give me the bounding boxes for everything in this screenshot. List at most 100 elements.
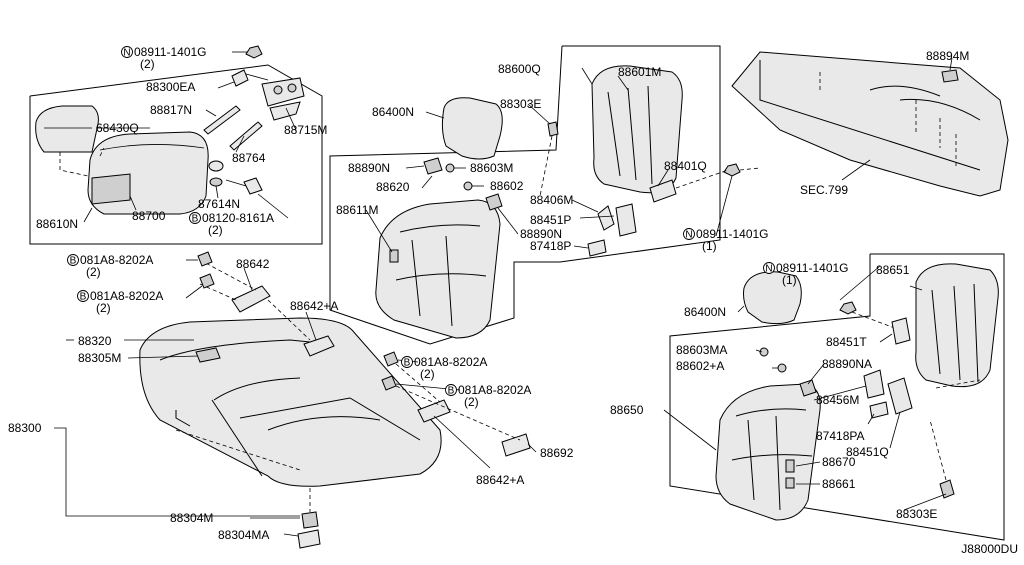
label-88650: 88650	[610, 403, 644, 417]
part-number: 08911-1401G	[696, 227, 769, 241]
label-88304m: 88304M	[170, 511, 213, 525]
part-number: 88890N	[520, 227, 562, 241]
hinge-88451q-part	[887, 377, 913, 415]
label-88642a-2: 88642+A	[476, 473, 524, 487]
part-number: 88451T	[826, 335, 867, 349]
seat-cushion-group	[139, 251, 531, 549]
armrest-box	[29, 64, 323, 245]
part-qty: (2)	[420, 367, 435, 381]
label-88890n-2: 88890N	[520, 227, 562, 241]
frame-88651-part	[915, 263, 999, 388]
label-88651: 88651	[876, 263, 910, 277]
pad-87418p-part	[587, 239, 607, 257]
label-88620: 88620	[376, 180, 410, 194]
part-number: 88300EA	[146, 80, 195, 94]
part-number: 081A8-8202A	[414, 355, 487, 369]
part-number: 68430Q	[96, 121, 139, 135]
part-number: 88456M	[816, 393, 859, 407]
label-88305m: 88305M	[78, 351, 121, 365]
part-number: 88610N	[36, 217, 78, 231]
label-88603m: 88603M	[470, 161, 513, 175]
callout-circle	[401, 356, 413, 368]
label-88603ma: 88603MA	[676, 343, 727, 357]
seatback-88620-part	[375, 199, 501, 339]
callout-circle	[121, 46, 133, 58]
part-qty: (2)	[140, 57, 155, 71]
label-86400n-top: 86400N	[372, 105, 414, 119]
part-number: 88303E	[500, 97, 541, 111]
callout-letter: B	[70, 256, 77, 267]
label-88817n: 88817N	[150, 103, 192, 117]
label-88401q: 88401Q	[664, 159, 707, 173]
frame-88601m-part	[591, 65, 683, 194]
part-number: 081A8-8202A	[80, 253, 153, 267]
part-number: 88401Q	[664, 159, 707, 173]
label-88611m: 88611M	[336, 203, 378, 217]
center-seatback-group	[329, 45, 761, 345]
label-88670: 88670	[822, 455, 856, 469]
part-number: 88305M	[78, 351, 121, 365]
part-number: 88603M	[470, 161, 513, 175]
part-number: 88451P	[530, 213, 571, 227]
bolt-081a8-2-part	[199, 273, 215, 289]
part-number: 88650	[610, 403, 644, 417]
part-number: 88692	[540, 446, 574, 460]
part-number: 88303E	[896, 507, 937, 521]
callout-letter: N	[685, 230, 692, 241]
part-number: 88451Q	[846, 445, 889, 459]
label-88692: 88692	[540, 446, 574, 460]
bracket-88642a-2-part	[417, 399, 451, 423]
part-qty: (2)	[96, 301, 111, 315]
label-88890n-1: 88890N	[348, 161, 390, 175]
part-number: 87418P	[530, 239, 571, 253]
bolt-88603m-part	[445, 163, 455, 173]
cupholder-part	[91, 173, 131, 205]
clip-88304ma-part	[297, 529, 321, 549]
label-sec-799: SEC.799	[800, 183, 848, 197]
bolt-88300ea-part	[231, 69, 249, 87]
part-number: 88304MA	[218, 528, 269, 542]
part-number: 88620	[376, 180, 410, 194]
bolt-88602-part	[463, 181, 473, 191]
bushing-87614n-part	[208, 160, 224, 172]
part-number: 87614N	[198, 197, 240, 211]
hinge-88715m-part	[261, 77, 305, 107]
part-number: 88642+A	[476, 473, 524, 487]
bracket-88692-part	[501, 433, 531, 457]
part-number: 88817N	[150, 103, 192, 117]
bracket-88642a-1-part	[303, 335, 335, 357]
callout-letter: B	[404, 358, 411, 369]
label-88600q: 88600Q	[498, 62, 541, 76]
part-qty: (2)	[464, 395, 479, 409]
label-88661: 88661	[822, 477, 856, 491]
part-qty: (2)	[208, 223, 223, 237]
part-number: 88603MA	[676, 343, 727, 357]
tag-88611m-part	[389, 249, 399, 263]
bolt-88602a-part	[777, 363, 787, 373]
part-number: 081A8-8202A	[458, 383, 531, 397]
bracket-88642-part	[231, 285, 271, 313]
clip-88304m-part	[301, 511, 319, 529]
part-number: 88651	[876, 263, 910, 277]
bolt-081a8-1-part	[197, 251, 213, 267]
clip-88894m-part	[941, 69, 959, 83]
callout-letter: B	[448, 386, 455, 397]
part-number: 86400N	[684, 305, 726, 319]
part-number: 88406M	[530, 193, 573, 207]
bolt-88603ma-part	[759, 347, 769, 357]
label-88602a: 88602+A	[676, 359, 724, 373]
clip-88890n-1-part	[423, 157, 443, 175]
callout-circle	[445, 384, 457, 396]
bracket-88451t-part	[891, 317, 911, 345]
part-number: 88700	[132, 209, 166, 223]
callout-letter: N	[765, 264, 772, 275]
callout-letter: B	[80, 292, 87, 303]
label-86400n-right: 86400N	[684, 305, 726, 319]
